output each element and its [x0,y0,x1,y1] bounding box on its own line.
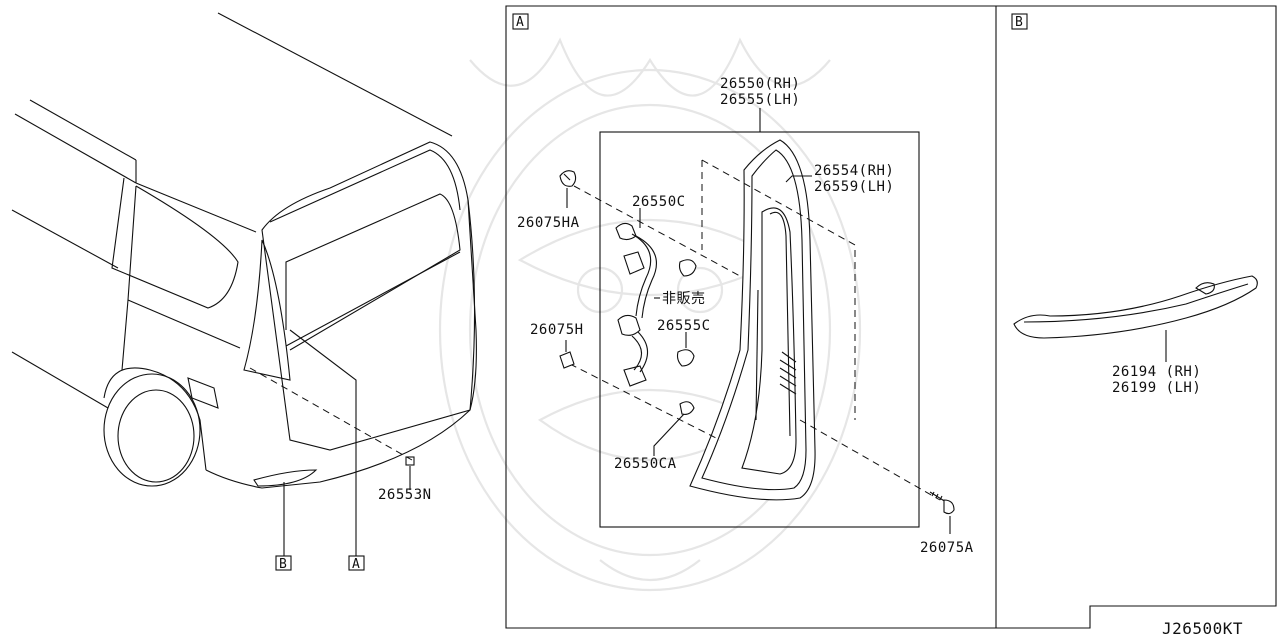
part-26550-rh: 26550(RH) [720,76,800,92]
clip-26075H [559,340,575,369]
part-26550CA: 26550CA [614,456,677,472]
svg-text:B: B [1015,15,1023,30]
pointer-b: B [275,555,292,572]
part-26555-lh: 26555(LH) [720,92,800,108]
svg-text:A: A [352,557,360,572]
part-26199-lh: 26199 (LH) [1112,380,1201,396]
part-26075A: 26075A [920,540,974,556]
part-26554-rh: 26554(RH) [814,163,894,179]
part-26075HA: 26075HA [517,215,580,231]
part-26075H: 26075H [530,322,584,338]
svg-text:A: A [516,15,524,30]
panel-b-frame [996,5,1277,629]
part-26553N: 26553N [378,487,432,503]
part-26550C: 26550C [632,194,686,210]
bulb-26555C [676,349,695,367]
diagram-code: J26500KT [1162,619,1243,637]
part-26555C: 26555C [657,318,711,334]
bulb-26550C [678,259,697,277]
panel-a-letter: A [512,13,529,30]
part-26194-rh: 26194 (RH) [1112,364,1201,380]
screw-26075A [929,491,955,515]
clip-26075HA [559,170,577,187]
rear-reflector-26194 [1013,275,1258,339]
pointer-a: A [348,555,365,572]
harness-sockets [615,222,657,387]
bulb-26550CA [679,401,695,415]
vehicle-rear-view [11,12,477,489]
panel-b-letter: B [1011,13,1028,30]
tail-lamp-assembly [689,139,816,501]
note-not-for-sale: 非販売 [662,291,706,307]
svg-text:B: B [279,557,287,572]
part-26559-lh: 26559(LH) [814,179,894,195]
